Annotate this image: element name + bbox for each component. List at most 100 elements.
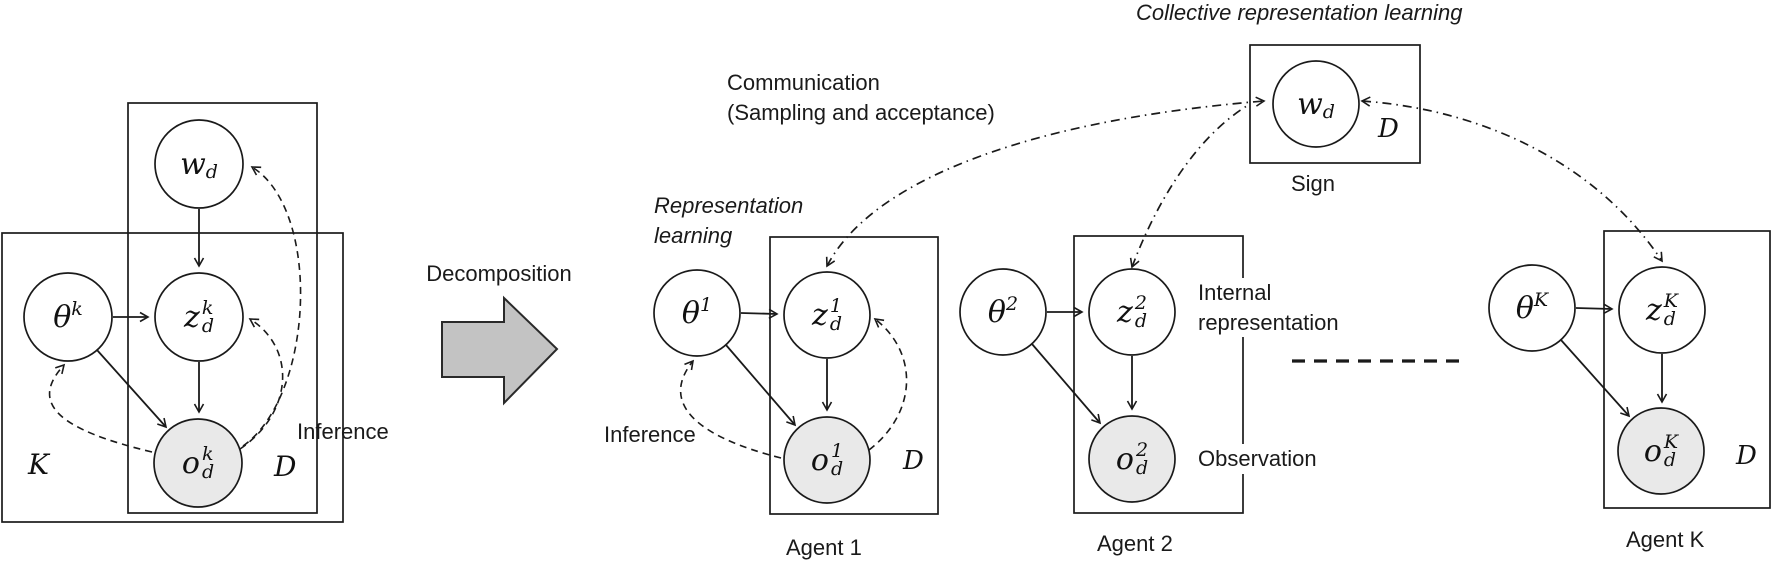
node-theta-combined bbox=[23, 272, 113, 362]
sign-caption: Sign bbox=[1291, 171, 1336, 196]
math-base: z bbox=[184, 299, 200, 335]
plate-d-combined bbox=[127, 102, 318, 514]
collective-learning-heading: Collective representation learning bbox=[1136, 0, 1463, 25]
math-sup: K bbox=[1663, 290, 1679, 312]
solid-arrows-combined bbox=[96, 209, 205, 429]
math-base: o bbox=[810, 442, 829, 478]
plate-agent-k bbox=[1603, 230, 1771, 509]
agent-1-caption: Agent 1 bbox=[786, 535, 862, 560]
node-w-combined bbox=[154, 119, 244, 209]
solid-arrows-agent-2 bbox=[1031, 306, 1138, 425]
arrow-o-to-theta-inference bbox=[48, 363, 153, 453]
inference-label-combined: Inference bbox=[297, 419, 389, 444]
arrow-theta-to-o-agent-1 bbox=[725, 344, 797, 427]
math-sup: 1 bbox=[829, 295, 842, 317]
arrow-theta-to-o-agent-2 bbox=[1031, 343, 1102, 425]
internal-representation-label: Internal representation bbox=[1195, 278, 1342, 338]
arc-z1-w-communication bbox=[825, 96, 1266, 268]
math-sup: 1 bbox=[830, 440, 844, 462]
plate-d-label-agent-k: D bbox=[1736, 441, 1757, 471]
math-sub: d bbox=[1663, 449, 1677, 471]
rep-learning-line2: learning bbox=[654, 222, 733, 248]
solid-arrows-agent-k bbox=[1560, 303, 1668, 418]
math-base: θ bbox=[1515, 290, 1534, 326]
internal-representation-line1: Internal bbox=[1198, 280, 1272, 305]
math-sup: 2 bbox=[1134, 292, 1147, 314]
communication-line2: (Sampling and acceptance) bbox=[727, 99, 995, 125]
agent-k-caption: Agent K bbox=[1626, 527, 1705, 552]
dashed-arrows-agent-1 bbox=[679, 318, 908, 459]
node-o-agent-2 bbox=[1088, 415, 1176, 503]
math-sup: 2 bbox=[1005, 293, 1019, 315]
plate-k-combined bbox=[1, 232, 344, 523]
internal-representation-line2: representation bbox=[1198, 309, 1339, 335]
node-z-agent-2 bbox=[1088, 268, 1176, 356]
node-w-sign bbox=[1272, 60, 1360, 148]
math-base: o bbox=[1115, 441, 1134, 477]
math-sup: K bbox=[1663, 431, 1679, 453]
arrow-o-to-theta-inference-agent-1 bbox=[679, 359, 782, 459]
arrow-o-to-w-inference bbox=[242, 166, 302, 447]
math-sup: k bbox=[71, 298, 83, 320]
math-sup: K bbox=[1533, 289, 1549, 311]
plate-d-label-sign: D bbox=[1378, 114, 1399, 144]
math-sub: d bbox=[201, 315, 214, 337]
agent-2-caption: Agent 2 bbox=[1097, 531, 1173, 556]
plate-d-label-combined: D bbox=[274, 450, 297, 483]
math-base: o bbox=[1643, 433, 1662, 469]
node-theta-agent-k bbox=[1488, 264, 1576, 352]
arrow-theta-to-o-combined bbox=[96, 349, 168, 429]
node-z-agent-1 bbox=[783, 271, 871, 359]
math-sub: d bbox=[1135, 457, 1149, 479]
math-sub: d bbox=[1663, 308, 1676, 330]
representation-learning-label: Representation learning bbox=[654, 191, 803, 250]
rep-learning-line1: Representation bbox=[654, 193, 804, 218]
math-base: θ bbox=[987, 294, 1006, 330]
solid-arrows-agent-1 bbox=[725, 308, 833, 427]
arrow-theta-to-z-agent-1 bbox=[740, 308, 779, 319]
math-sub: d bbox=[830, 458, 844, 480]
math-sub: d bbox=[1322, 101, 1335, 123]
math-base: θ bbox=[681, 295, 700, 331]
observation-label: Observation bbox=[1195, 444, 1320, 474]
node-o-agent-k bbox=[1617, 407, 1705, 495]
arrow-o-to-z-inference bbox=[239, 318, 284, 450]
inference-label-agent-1: Inference bbox=[604, 422, 696, 447]
math-sub: d bbox=[205, 161, 218, 183]
node-theta-agent-1 bbox=[653, 269, 741, 357]
node-o-agent-1 bbox=[783, 416, 871, 504]
math-base: w bbox=[1297, 86, 1323, 122]
math-sup: k bbox=[201, 297, 214, 319]
math-base: θ bbox=[53, 299, 72, 335]
math-sup: 1 bbox=[699, 294, 713, 316]
math-sub: d bbox=[829, 313, 842, 335]
dashed-arrows-combined bbox=[48, 166, 302, 453]
node-theta-agent-2 bbox=[959, 268, 1047, 356]
communication-line1: Communication bbox=[727, 70, 880, 95]
arc-w-zk-communication bbox=[1360, 96, 1663, 263]
decomposition-block-arrow bbox=[441, 295, 559, 406]
decomposition-label: Decomposition bbox=[426, 261, 572, 286]
arc-z2-w-communication bbox=[1129, 103, 1251, 269]
math-sub: d bbox=[1134, 310, 1147, 332]
math-sup: k bbox=[201, 443, 214, 465]
arrow-o-to-z-inference-agent-1 bbox=[868, 318, 908, 451]
plate-d-label-agent-1: D bbox=[903, 446, 924, 476]
